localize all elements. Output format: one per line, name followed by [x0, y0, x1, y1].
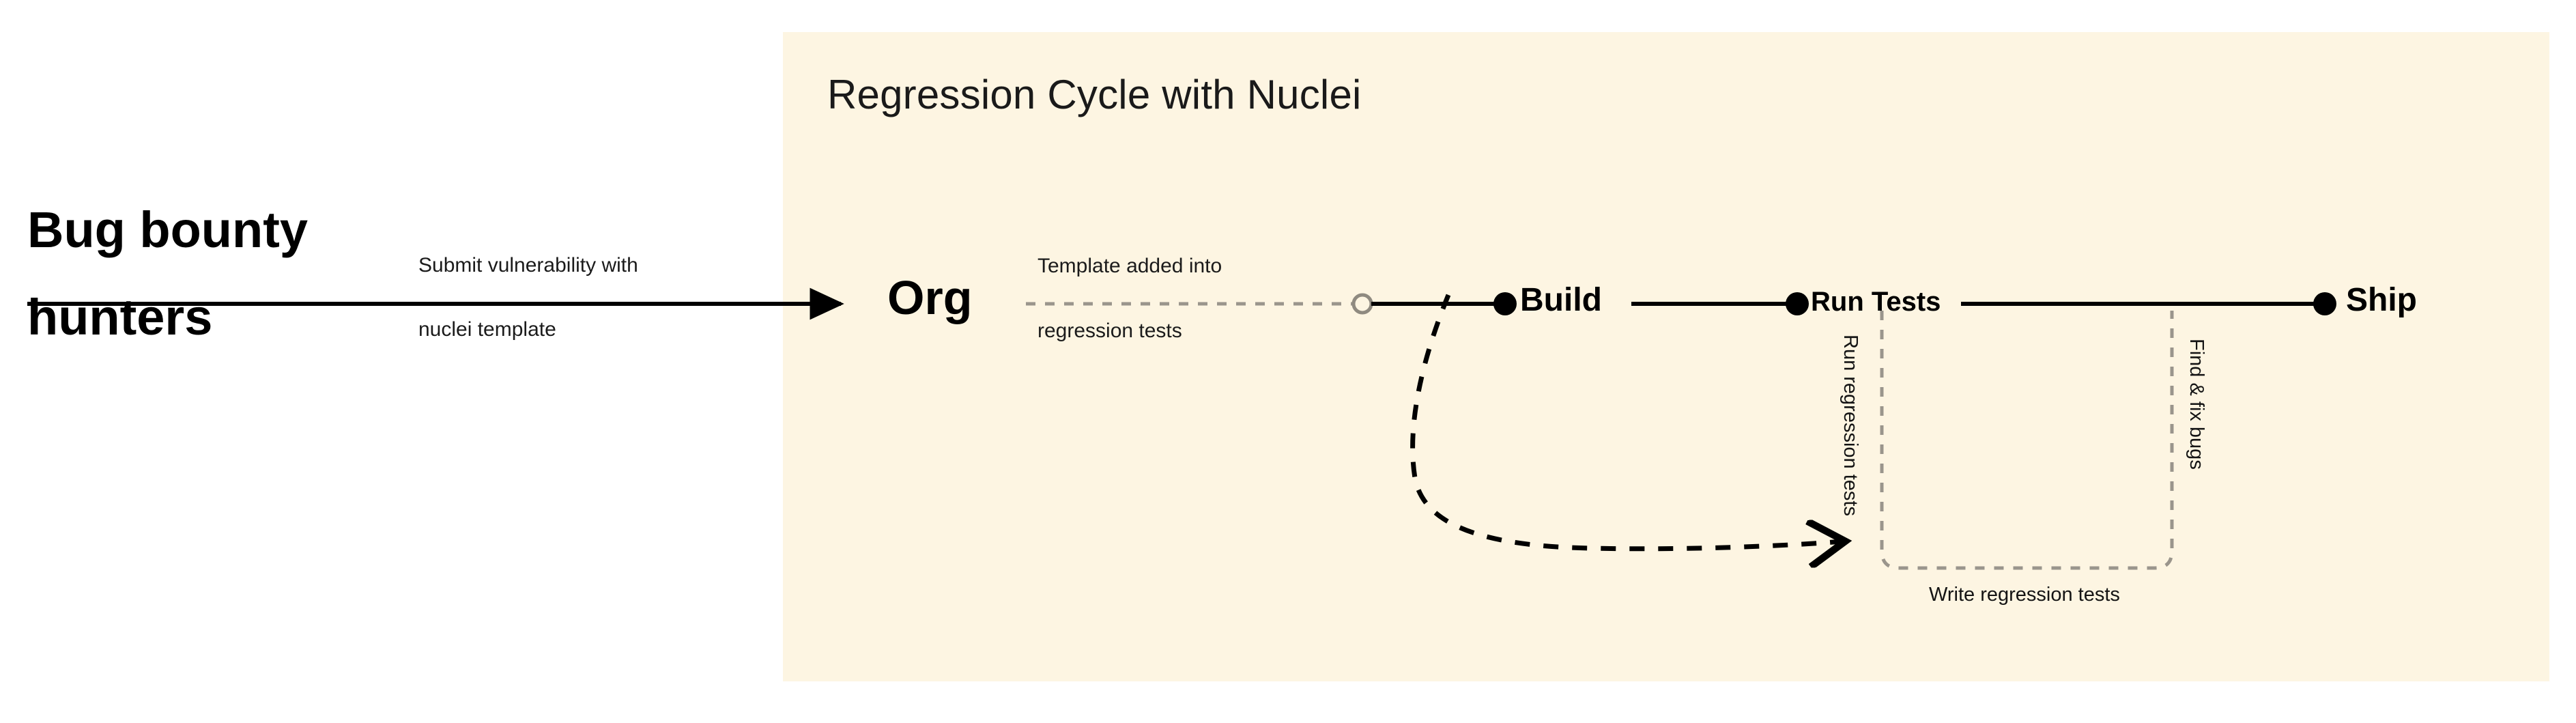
runtests-node-dot — [1786, 292, 1809, 315]
bracket-label-write-regression-tests: Write regression tests — [1929, 584, 2120, 606]
source-actor-line1: Bug bounty — [27, 201, 309, 258]
ship-node-dot — [2313, 292, 2336, 315]
edge-label-submit-line2: nuclei template — [418, 318, 556, 341]
node-label-org: Org — [887, 271, 973, 324]
node-label-run-tests: Run Tests — [1811, 287, 1941, 317]
regression-bracket-path — [1880, 311, 2174, 570]
edge-label-template-line1: Template added into — [1037, 255, 1222, 277]
bracket-label-run-regression-tests: Run regression tests — [1840, 335, 1861, 516]
node-label-ship: Ship — [2346, 282, 2417, 318]
content-panel — [783, 32, 2549, 681]
edge-label-template-line2: regression tests — [1037, 320, 1182, 342]
edge-label-submit-line1: Submit vulnerability with — [418, 254, 638, 277]
template-added-node-circle — [1351, 293, 1373, 315]
source-actor-line2: hunters — [27, 289, 213, 345]
bracket-label-find-fix-bugs: Find & fix bugs — [2186, 339, 2207, 470]
node-label-build: Build — [1520, 282, 1602, 318]
build-node-dot — [1493, 292, 1517, 315]
page-title: Regression Cycle with Nuclei — [827, 72, 1362, 117]
